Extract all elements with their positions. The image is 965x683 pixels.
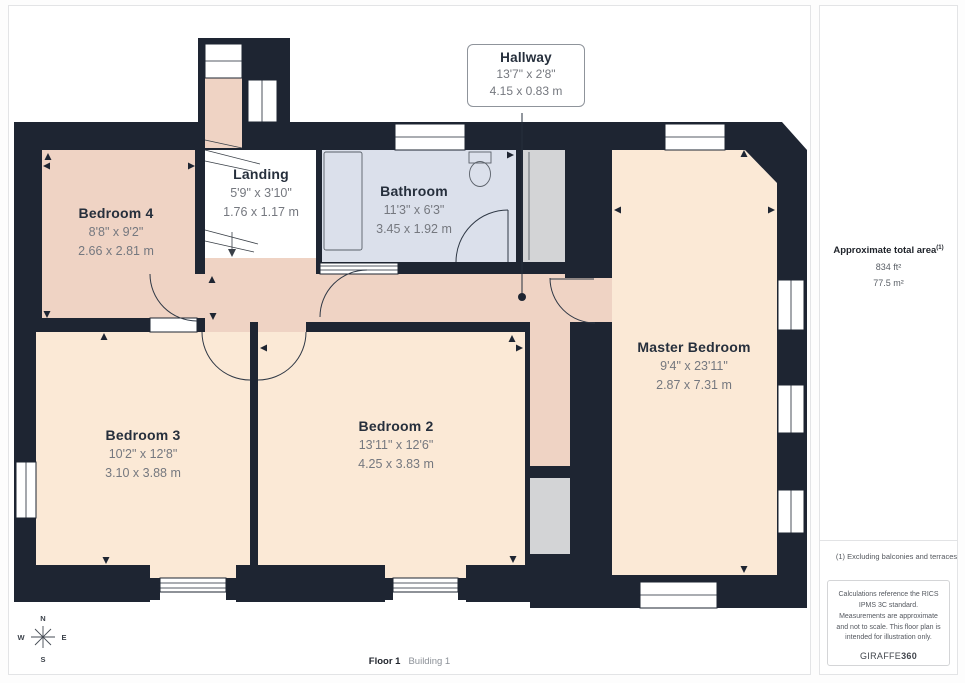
room-dims-imperial: 13'11" x 12'6" <box>358 438 434 452</box>
room-name: Master Bedroom <box>637 339 751 355</box>
room-dims-metric: 2.66 x 2.81 m <box>78 244 154 258</box>
brand-name: GIRAFFE <box>859 651 902 662</box>
summary-sidebar <box>819 5 958 675</box>
doors <box>149 209 596 381</box>
bay-window <box>392 577 459 593</box>
bedroom3-door-arc <box>201 331 251 381</box>
compass-north-label: N <box>40 614 45 623</box>
bathroom-fixtures <box>323 151 530 260</box>
room-floors <box>36 148 777 578</box>
window <box>247 79 278 123</box>
compass-east-label: E <box>61 633 66 642</box>
room-dims-metric: 2.87 x 7.31 m <box>656 378 732 392</box>
hallway-door-arc <box>319 269 368 318</box>
hallway-floor-upper <box>205 258 316 274</box>
disclaimer-box: Calculations reference the RICS IPMS 3C … <box>827 580 950 666</box>
room-dims-imperial: 11'3" x 6'3" <box>383 203 445 217</box>
total-area-block: Approximate total area(1) 834 ft² 77.5 m… <box>819 245 958 288</box>
dimension-arrows <box>43 150 775 573</box>
bedroom3-door-opening <box>202 322 250 332</box>
room-label-bedroom4: Bedroom 4 8'8" x 9'2" 2.66 x 2.81 m <box>78 205 154 259</box>
wardrobe-nook-floor <box>530 322 570 466</box>
master-door-arc <box>549 277 596 324</box>
room-label-bedroom3: Bedroom 3 10'2" x 12'8" 3.10 x 3.88 m <box>105 427 181 481</box>
bedroom3-floor <box>36 332 250 565</box>
landing-floor <box>205 148 318 258</box>
bedroom3-bay-floor <box>150 565 236 578</box>
sidebar-divider <box>819 540 958 541</box>
room-name: Bedroom 3 <box>105 427 181 443</box>
total-area-metric: 77.5 m² <box>873 278 904 289</box>
closet-floor <box>523 150 565 262</box>
bedroom2-door-arc <box>257 331 307 381</box>
toilet-cistern <box>468 151 492 164</box>
shower-enclosure <box>323 151 363 251</box>
bathroom-door-arc <box>455 209 509 263</box>
master-bedroom-floor <box>612 150 777 575</box>
hallway-callout: Hallway 13'7" x 2'8" 4.15 x 0.83 m <box>467 44 585 107</box>
room-dims-metric: 3.45 x 1.92 m <box>376 222 452 236</box>
room-dims-imperial: 8'8" x 9'2" <box>88 225 144 239</box>
room-name: Landing <box>233 166 289 182</box>
compass-south-label: S <box>40 655 45 664</box>
total-area-title-text: Approximate total area <box>833 245 937 257</box>
bedroom2-bay-floor <box>385 565 466 578</box>
room-name: Bedroom 4 <box>78 205 154 221</box>
internal-window <box>319 262 399 275</box>
total-area-superscript: (1) <box>936 245 944 251</box>
hallway-to-master-opening <box>565 278 612 322</box>
window-glazing-lines <box>25 60 792 596</box>
total-area-imperial: 834 ft² <box>875 262 902 273</box>
room-dims-imperial: 5'9" x 3'10" <box>230 186 292 200</box>
room-name: Hallway <box>500 50 552 65</box>
floor-footer: Floor 1 Building 1 <box>8 656 811 667</box>
disclaimer-text: Calculations reference the RICS IPMS 3C … <box>836 591 941 642</box>
toilet-bowl <box>469 161 491 187</box>
closet2-floor <box>530 478 570 554</box>
room-label-landing: Landing 5'9" x 3'10" 1.76 x 1.17 m <box>223 166 299 220</box>
door-threshold <box>149 317 198 333</box>
bedroom4-door-arc <box>149 273 198 322</box>
compass-west-label: W <box>17 633 25 642</box>
room-dims-metric: 4.15 x 0.83 m <box>489 84 563 99</box>
stairs <box>204 78 261 257</box>
hallway-floor <box>150 274 595 322</box>
bedroom2-floor <box>258 332 525 565</box>
hallway-callout-leader <box>518 113 526 301</box>
bedroom2-door-opening <box>258 322 306 332</box>
room-dims-metric: 3.10 x 3.88 m <box>105 466 181 480</box>
bay-window <box>159 577 227 593</box>
room-dims-imperial: 13'7" x 2'8" <box>496 67 556 81</box>
walls <box>14 38 807 608</box>
room-dims-metric: 4.25 x 3.83 m <box>358 457 434 471</box>
brand-suffix: 360 <box>901 651 918 662</box>
room-label-bathroom: Bathroom 11'3" x 6'3" 3.45 x 1.92 m <box>376 183 452 237</box>
room-dims-imperial: 10'2" x 12'8" <box>108 447 178 461</box>
floor-label: Floor 1 <box>368 656 401 667</box>
total-area-title: Approximate total area(1) <box>819 245 958 256</box>
room-label-bedroom2: Bedroom 2 13'11" x 12'6" 4.25 x 3.83 m <box>358 418 434 472</box>
room-name: Bathroom <box>380 183 448 199</box>
room-dims-imperial: 9'4" x 23'11" <box>660 359 728 373</box>
bathroom-floor <box>322 150 516 262</box>
room-label-master-bedroom: Master Bedroom 9'4" x 23'11" 2.87 x 7.31… <box>637 339 750 393</box>
room-name: Bedroom 2 <box>358 418 434 434</box>
building-label: Building 1 <box>408 656 451 667</box>
compass-rose: N S W E <box>17 614 66 664</box>
giraffe360-logo: GIRAFFE360 <box>835 651 942 661</box>
room-dims-metric: 1.76 x 1.17 m <box>223 205 299 219</box>
area-footnote: (1) Excluding balconies and terraces <box>835 552 958 561</box>
